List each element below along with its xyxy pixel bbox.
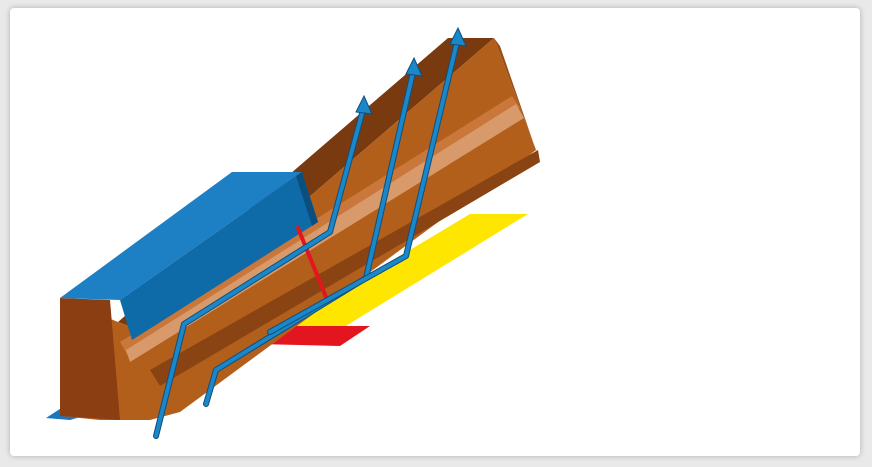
beam-lower-lip xyxy=(150,150,540,386)
beam-left-end xyxy=(60,298,120,420)
blue-block-top xyxy=(60,172,302,300)
arrow-head-1 xyxy=(355,94,373,115)
blue-block-side xyxy=(296,172,318,226)
arrow-head-2 xyxy=(405,56,423,77)
red-rod xyxy=(296,226,330,304)
blue-block-front xyxy=(120,172,318,340)
flow-arrows xyxy=(153,35,461,439)
yellow-plate xyxy=(276,214,528,332)
arrow-head-3 xyxy=(449,26,467,47)
